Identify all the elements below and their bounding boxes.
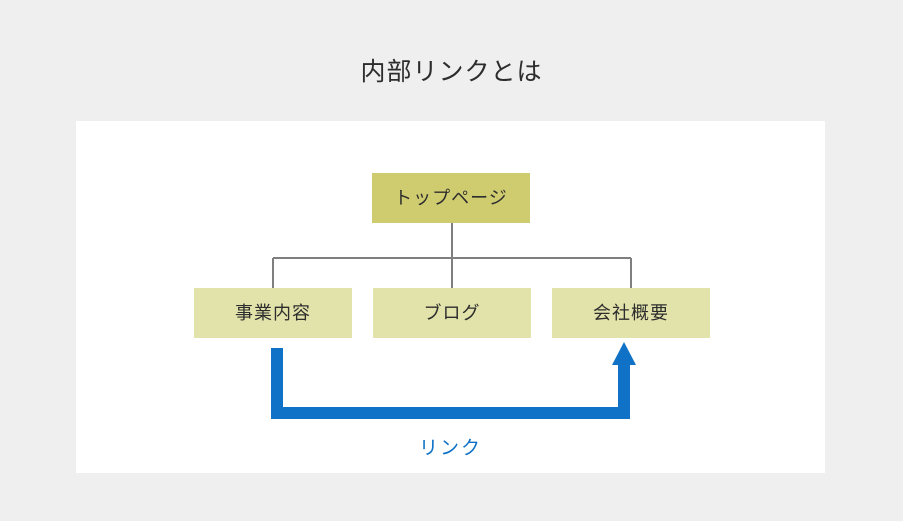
- diagram-canvas: [271, 223, 636, 419]
- node-top-page: トップページ: [372, 173, 530, 223]
- tree-connector-lines: [272, 223, 632, 288]
- link-arrow-shaft: [271, 348, 630, 419]
- node-business: 事業内容: [194, 288, 352, 338]
- node-blog: ブログ: [373, 288, 531, 338]
- page-title: 内部リンクとは: [360, 58, 543, 86]
- node-company-overview: 会社概要: [552, 288, 710, 338]
- link-arrow-head: [612, 342, 636, 365]
- diagram-panel: トップページ 事業内容 ブログ 会社概要 リンク: [76, 121, 825, 473]
- link-label: リンク: [418, 438, 482, 459]
